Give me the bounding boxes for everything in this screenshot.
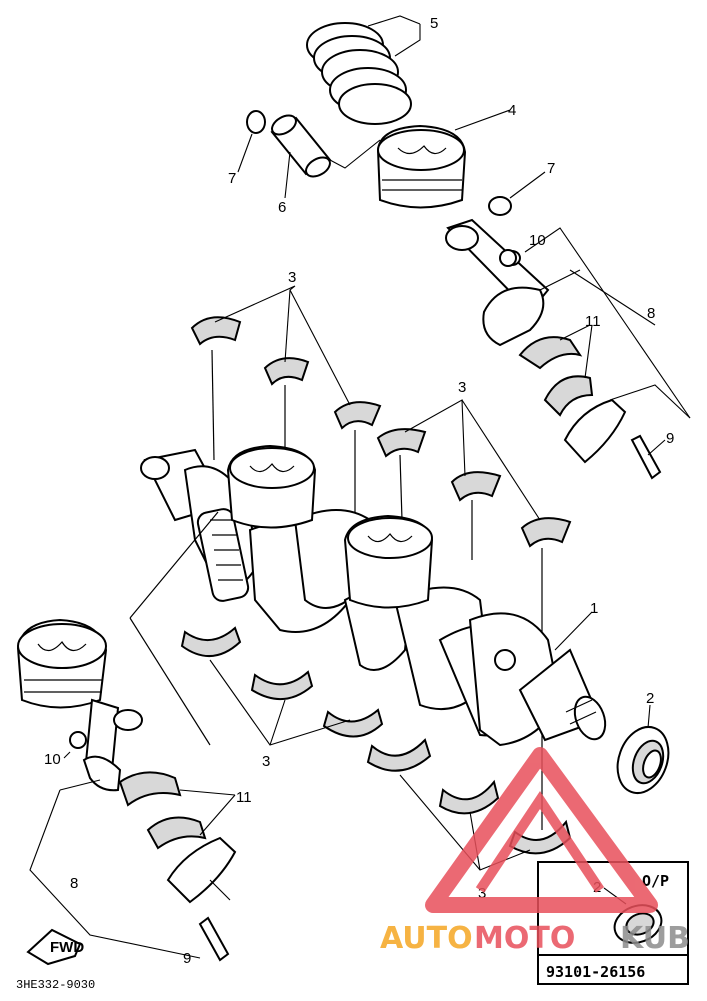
conrod-bearing-upper-a <box>518 336 583 370</box>
callout-3-upper-right: 3 <box>458 379 466 396</box>
callout-2: 2 <box>646 690 654 707</box>
conrod-bolt-lower <box>198 916 230 962</box>
callout-numbers: 5 4 7 7 6 10 3 8 11 3 9 1 2 3 10 11 8 3 … <box>44 15 674 967</box>
diagram-code: 3HE332-9030 <box>16 978 95 992</box>
fwd-arrow-icon: FWD <box>26 928 84 966</box>
connecting-rod-upper <box>445 218 550 347</box>
callout-7-right: 7 <box>547 160 555 177</box>
callout-4: 4 <box>508 102 516 119</box>
main-bearing-shells-lower <box>180 626 572 855</box>
conrod-bearing-upper-b <box>543 375 594 417</box>
watermark-text-right: KUB <box>620 921 690 956</box>
piston-pin <box>270 114 332 178</box>
conrod-nut-upper <box>499 249 517 267</box>
op-part-number: 93101-26156 <box>546 963 645 981</box>
oil-seal <box>616 726 670 794</box>
callout-10-lower: 10 <box>44 751 61 768</box>
piston-on-crank-left <box>226 444 317 529</box>
main-bearing-shells-upper <box>190 316 572 548</box>
callout-8-upper: 8 <box>647 305 655 322</box>
conrod-bearing-lower-a <box>118 771 182 807</box>
conrod-bolt-upper <box>630 434 662 480</box>
callout-6: 6 <box>278 199 286 216</box>
callout-7-left: 7 <box>228 170 236 187</box>
piston-rings <box>306 22 412 125</box>
fwd-label: FWD <box>50 939 84 956</box>
callout-9-lower: 9 <box>183 950 191 967</box>
piston-lower-left <box>16 618 108 709</box>
piston-on-crank-right <box>343 514 434 609</box>
op-title: O/P <box>642 872 669 890</box>
callout-3-lower-left: 3 <box>262 753 270 770</box>
callout-5: 5 <box>430 15 438 32</box>
watermark-text-left: AUTO <box>380 921 473 956</box>
connecting-rod-lower <box>82 698 143 792</box>
conrod-nut-lower <box>69 731 87 749</box>
callout-11-upper: 11 <box>585 313 601 330</box>
callout-1: 1 <box>590 600 598 617</box>
watermark-text-mid: MOTO <box>474 921 575 956</box>
conrod-cap-upper <box>563 398 627 464</box>
conrod-bearing-lower-b <box>146 816 207 850</box>
conrod-cap-lower <box>166 836 237 904</box>
callout-11-lower: 11 <box>236 789 252 806</box>
watermark-logo: AUTO MOTO KUB <box>380 747 690 956</box>
circlip-left <box>246 110 266 134</box>
callout-9-upper: 9 <box>666 430 674 447</box>
piston-upper <box>376 124 467 209</box>
callout-3-upper-left: 3 <box>288 269 296 286</box>
callout-3-lower-right: 3 <box>478 885 486 902</box>
callout-10-upper: 10 <box>529 232 546 249</box>
circlip-right <box>488 196 512 216</box>
callout-8-lower: 8 <box>70 875 78 892</box>
crankshaft <box>140 448 607 747</box>
